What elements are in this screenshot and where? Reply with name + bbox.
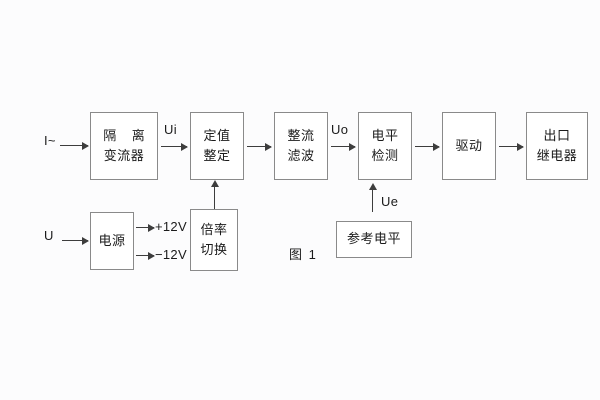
arrow-setting-value-to-rectifier-filter bbox=[247, 142, 272, 151]
input-label-current: I~ bbox=[44, 133, 56, 148]
arrow-driver-to-output-relay bbox=[499, 142, 524, 151]
block-level-detection-line-1: 电平 bbox=[371, 127, 399, 143]
block-power-supply: 电源 bbox=[90, 212, 134, 270]
block-driver-line-1: 驱动 bbox=[455, 137, 483, 153]
supply-label-negative: −12V bbox=[155, 247, 187, 262]
arrow-supply-positive bbox=[136, 223, 155, 232]
block-driver: 驱动 bbox=[442, 112, 496, 180]
block-output-relay-line-2: 继电器 bbox=[536, 148, 578, 163]
signal-label-ui: Ui bbox=[164, 122, 177, 137]
block-power-supply-line-1: 电源 bbox=[98, 232, 126, 248]
block-isolating-transformer-line-2: 变流器 bbox=[103, 148, 145, 163]
arrow-multiplier-switch-to-setting-value bbox=[210, 180, 219, 209]
arrow-level-detection-to-driver bbox=[415, 142, 440, 151]
block-level-detection: 电平 检测 bbox=[358, 112, 412, 180]
block-rectifier-filter: 整流 滤波 bbox=[274, 112, 328, 180]
arrow-supply-negative bbox=[136, 251, 155, 260]
block-rectifier-filter-line-2: 滤波 bbox=[287, 148, 315, 163]
block-reference-level: 参考电平 bbox=[336, 221, 412, 258]
block-multiplier-switch-line-2: 切换 bbox=[200, 242, 228, 257]
block-setting-value: 定值 整定 bbox=[190, 112, 244, 180]
block-isolating-transformer: 隔 离 变流器 bbox=[90, 112, 158, 180]
arrow-reference-level-to-level-detection bbox=[368, 183, 377, 212]
figure-caption: 图 1 bbox=[289, 247, 318, 262]
block-rectifier-filter-line-1: 整流 bbox=[287, 127, 315, 143]
arrow-isolating-transformer-to-setting-value bbox=[161, 142, 188, 151]
supply-label-positive: +12V bbox=[155, 219, 187, 234]
arrow-rectifier-filter-to-level-detection bbox=[331, 142, 356, 151]
arrow-voltage-to-power-supply bbox=[62, 236, 89, 245]
arrow-current-to-isolating-transformer bbox=[60, 141, 89, 150]
block-output-relay-line-1: 出口 bbox=[543, 127, 571, 143]
block-multiplier-switch-line-1: 倍率 bbox=[200, 221, 228, 237]
block-output-relay: 出口 继电器 bbox=[526, 112, 588, 180]
block-setting-value-line-2: 整定 bbox=[203, 148, 231, 163]
block-multiplier-switch: 倍率 切换 bbox=[190, 209, 238, 271]
signal-label-ue: Ue bbox=[381, 194, 399, 209]
block-isolating-transformer-line-1: 隔 离 bbox=[103, 127, 151, 143]
signal-label-uo: Uo bbox=[331, 122, 349, 137]
block-reference-level-line-1: 参考电平 bbox=[346, 231, 401, 247]
block-setting-value-line-1: 定值 bbox=[203, 127, 231, 143]
block-level-detection-line-2: 检测 bbox=[371, 148, 399, 163]
input-label-voltage: U bbox=[44, 228, 54, 243]
